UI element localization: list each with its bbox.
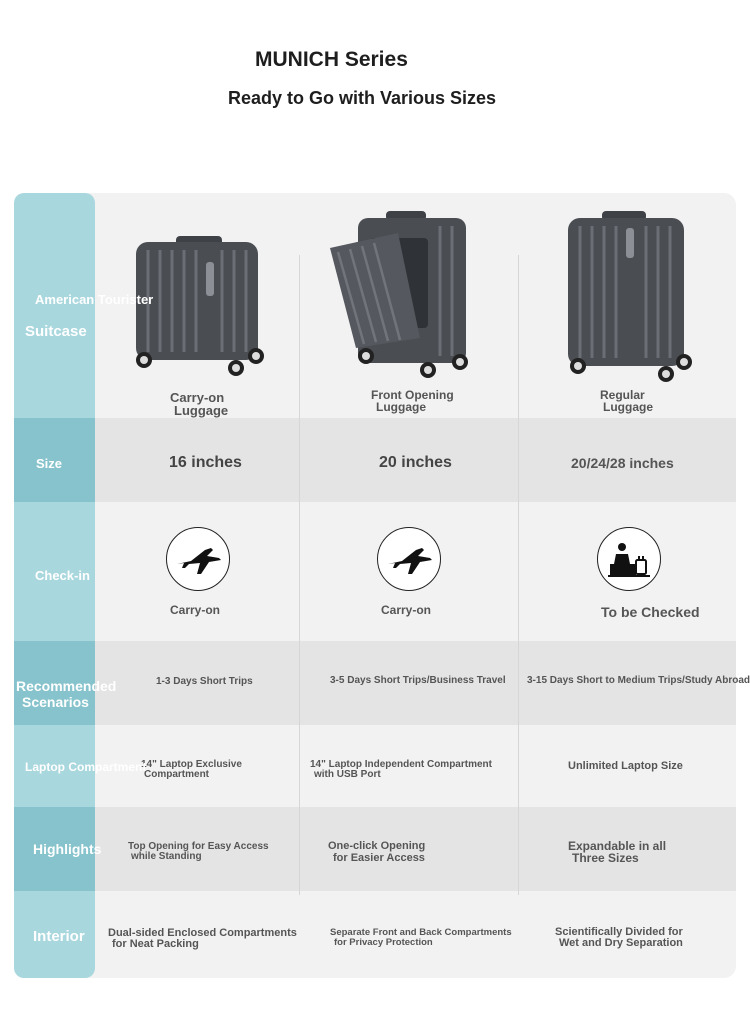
column-divider [518, 255, 519, 895]
sidebar-band-scenario [14, 641, 95, 725]
scenario-regular: 3-15 Days Short to Medium Trips/Study Ab… [527, 675, 750, 686]
scenario-row-band [14, 641, 736, 725]
highlight-regular: Expandable in all [568, 839, 667, 853]
row-label-laptop: Laptop Compartment [25, 760, 147, 774]
interior-front-opening: Separate Front and Back Compartments [330, 927, 512, 938]
interior-carry-on: Dual-sided Enclosed Compartments [108, 927, 297, 939]
airplane-icon [166, 527, 230, 591]
highlight-regular-2: Three Sizes [572, 851, 639, 865]
highlight-front-opening-2: for Easier Access [333, 852, 425, 864]
checkin-regular: To be Checked [601, 604, 700, 620]
scenario-carry-on: 1-3 Days Short Trips [156, 676, 253, 687]
size-carry-on: 16 inches [169, 454, 242, 471]
regular-suitcase-image [568, 211, 692, 382]
checkin-front-opening: Carry-on [381, 603, 432, 617]
interior-front-opening-2: for Privacy Protection [334, 937, 433, 948]
column-name-carry-on-2: Luggage [174, 403, 229, 418]
airplane-icon [377, 527, 441, 591]
laptop-regular: Unlimited Laptop Size [568, 760, 683, 772]
size-regular: 20/24/28 inches [571, 455, 674, 471]
scenario-front-opening: 3-5 Days Short Trips/Business Travel [330, 675, 506, 686]
laptop-carry-on: 14" Laptop Exclusive [141, 759, 242, 770]
page-title: MUNICH Series [255, 48, 408, 71]
row-label-scenario-1: Recommended [16, 678, 117, 694]
checkin-carry-on: Carry-on [170, 603, 221, 617]
row-label-highlights: Highlights [33, 841, 102, 857]
row-label-size: Size [36, 456, 63, 471]
carry-on-suitcase-image [136, 236, 264, 376]
row-label-suitcase: Suitcase [25, 323, 87, 340]
row-label-interior: Interior [33, 928, 85, 945]
row-label-checkin: Check-in [35, 568, 90, 583]
checkin-counter-icon [597, 527, 661, 591]
page-subtitle: Ready to Go with Various Sizes [228, 88, 497, 108]
front-opening-suitcase-image [330, 211, 468, 378]
laptop-front-opening: 14" Laptop Independent Compartment [310, 759, 492, 770]
row-label-scenario-2: Scenarios [22, 694, 89, 710]
highlights-row-band [14, 807, 736, 891]
row-label-brand: American Tourister [35, 292, 154, 307]
interior-regular: Scientifically Divided for [555, 926, 683, 938]
interior-regular-2: Wet and Dry Separation [559, 937, 683, 949]
size-front-opening: 20 inches [379, 454, 452, 471]
column-name-front-opening: Front Opening [371, 388, 454, 402]
highlight-carry-on: Top Opening for Easy Access [128, 841, 269, 852]
interior-carry-on-2: for Neat Packing [112, 938, 199, 950]
column-name-regular: Regular [600, 388, 645, 402]
column-name-front-opening-2: Luggage [376, 400, 426, 414]
highlight-carry-on-2: while Standing [131, 851, 202, 862]
column-name-carry-on: Carry-on [170, 390, 225, 405]
sidebar-band-highlights [14, 807, 95, 891]
size-row-band [14, 418, 736, 502]
highlight-front-opening: One-click Opening [328, 840, 426, 852]
column-divider [299, 255, 300, 895]
laptop-front-opening-2: with USB Port [314, 769, 381, 780]
sidebar-band-size [14, 418, 95, 502]
column-name-regular-2: Luggage [603, 400, 653, 414]
laptop-carry-on-2: Compartment [144, 769, 210, 780]
